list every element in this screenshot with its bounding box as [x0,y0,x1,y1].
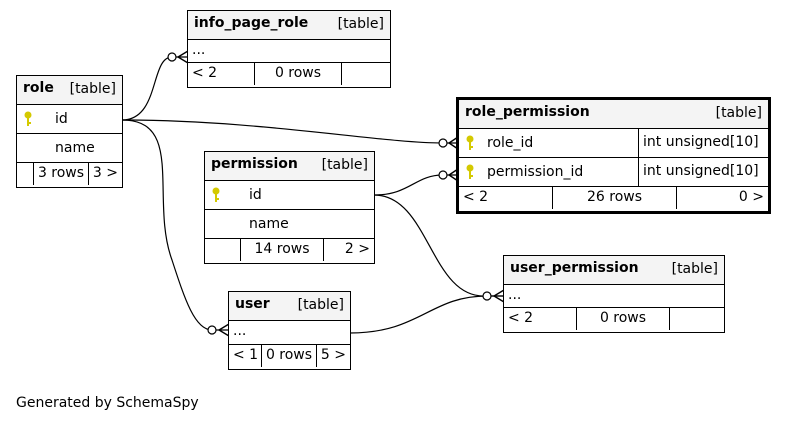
table-user-permission[interactable]: user_permission [table] ... < 2 0 rows [503,255,725,333]
children-count[interactable] [342,63,390,85]
table-name: user_permission [510,260,639,276]
column-name: role_id [487,135,534,151]
column-row-role-id: role_id int unsigned[10] [459,129,768,158]
column-name: id [249,187,262,203]
link-role-info_page_role [121,56,188,121]
primary-key-icon [466,135,474,150]
parents-count[interactable]: < 2 [504,308,577,330]
column-row-ellipsis: ... [229,321,350,345]
crowfoot [217,323,230,337]
column-name: permission_id [487,164,584,180]
table-footer: < 2 26 rows 0 > [459,187,768,209]
children-count[interactable] [670,308,724,330]
link-user-user_permission [349,295,504,334]
parents-count[interactable]: < 2 [459,187,553,209]
primary-key-icon [466,164,474,179]
children-count[interactable]: 0 > [738,189,764,205]
column-datatype: int unsigned[10] [638,158,768,186]
crowfoot-circle [167,52,177,62]
table-type: [table] [337,16,384,32]
parents-count[interactable]: < 1 [229,345,262,367]
generated-by-label: Generated by SchemaSpy [16,395,199,411]
table-type: [table] [671,261,718,277]
column-row-permission-id: permission_id int unsigned[10] [459,158,768,187]
children-count[interactable]: 2 > [344,241,370,257]
column-name: name [55,140,95,156]
parents-count[interactable] [205,239,241,261]
crowfoot-circle [438,138,448,148]
table-type: [table] [715,105,762,121]
table-info-page-role[interactable]: info_page_role [table] ... < 2 0 rows [187,10,391,88]
table-footer: < 2 0 rows [504,308,724,330]
table-name: user [235,296,270,312]
table-type: [table] [321,157,368,173]
column-name: ... [192,42,206,58]
table-header: role_permission [table] [459,100,768,129]
column-row-name: name [205,210,374,239]
column-row-ellipsis: ... [504,285,724,308]
table-footer: 3 rows 3 > [17,163,122,185]
table-header: role [table] [17,76,122,105]
table-name: role [23,80,54,96]
table-header: user [table] [229,292,350,321]
table-type: [table] [69,81,116,97]
column-row-name: name [17,134,122,163]
table-name: role_permission [465,104,590,120]
row-count: 14 rows [241,239,324,261]
column-name: ... [508,287,522,303]
table-footer: 14 rows 2 > [205,239,374,261]
link-role-user [121,119,229,331]
crowfoot [176,50,189,64]
column-row-id: id [205,181,374,210]
row-count: 3 rows [34,163,89,185]
table-user[interactable]: user [table] ... < 1 0 rows 5 > [228,291,351,370]
row-count: 0 rows [577,308,670,330]
crowfoot-circle [482,291,492,301]
table-header: permission [table] [205,152,374,181]
link-permission-user_permission [373,194,504,297]
parents-count[interactable]: < 2 [188,63,255,85]
crowfoot [447,136,459,150]
column-name: name [249,216,289,232]
children-count[interactable]: 5 > [320,347,346,363]
parents-count[interactable] [17,163,34,185]
column-row-id: id [17,105,122,134]
table-footer: < 1 0 rows 5 > [229,345,350,367]
link-role-role_permission [121,119,458,144]
table-permission[interactable]: permission [table] id name 14 rows 2 > [204,151,375,264]
table-type: [table] [297,297,344,313]
table-role-permission[interactable]: role_permission [table] role_id int unsi… [456,97,771,214]
row-count: 0 rows [255,63,342,85]
column-name: id [55,111,68,127]
children-count[interactable]: 3 > [92,165,118,181]
column-datatype: int unsigned[10] [638,129,768,157]
row-count: 0 rows [262,345,317,367]
crowfoot [447,168,459,182]
column-row-ellipsis: ... [188,40,390,63]
table-header: user_permission [table] [504,256,724,285]
primary-key-icon [24,111,32,126]
primary-key-icon [212,187,220,202]
column-name: ... [233,323,247,339]
table-header: info_page_role [table] [188,11,390,40]
crowfoot [492,289,505,303]
crowfoot-circle [207,325,217,335]
table-footer: < 2 0 rows [188,63,390,85]
table-name: permission [211,156,298,172]
table-role[interactable]: role [table] id name 3 rows 3 > [16,75,123,188]
crowfoot-circle [438,170,448,180]
table-name: info_page_role [194,15,309,31]
row-count: 26 rows [553,187,677,209]
